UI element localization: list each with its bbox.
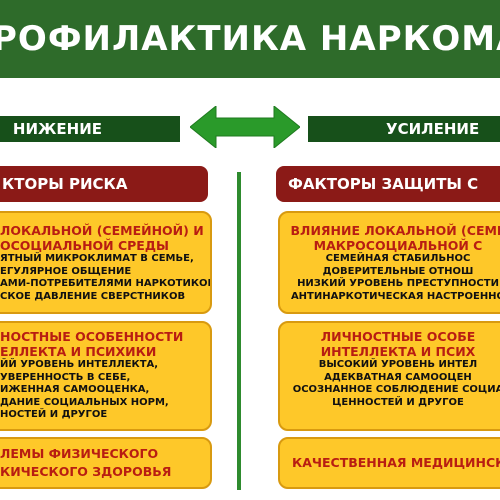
card-line: СЕМЕЙНАЯ СТАБИЛЬНОС — [325, 253, 471, 264]
card-heading: НОСТНЫЕ ОСОБЕННОСТИ — [0, 329, 184, 344]
protect-card-personality: ЛИЧНОСТНЫЕ ОСОБЕ ИНТЕЛЛЕКТА И ПСИХ ВЫСОК… — [278, 321, 500, 431]
card-line: ЙЙ УРОВЕНЬ ИНТЕЛЛЕКТА, — [0, 359, 159, 370]
double-arrow-icon — [190, 106, 300, 148]
card-line: ЕГУЛЯРНОЕ ОБЩЕНИЕ — [0, 265, 132, 277]
reduce-label: НИЖЕНИЕ — [12, 120, 102, 138]
protect-card-environment: ВЛИЯНИЕ ЛОКАЛЬНОЙ (СЕМЕ МАКРОСОЦИАЛЬНОЙ … — [278, 211, 500, 314]
card-heading: ИНТЕЛЛЕКТА И ПСИХ — [320, 344, 476, 359]
risk-card-personality: НОСТНЫЕ ОСОБЕННОСТИ ЕЛЛЕКТА И ПСИХИКИ ЙЙ… — [0, 321, 212, 431]
risk-card-health: ЛЕМЫ ФИЗИЧЕСКОГО КИЧЕСКОГО ЗДОРОВЬЯ — [0, 437, 212, 489]
protective-factors-title: ФАКТОРЫ ЗАЩИТЫ С — [288, 175, 479, 193]
card-line: ЦЕННОСТЕЙ И ДРУГОЕ — [332, 396, 464, 408]
card-heading: КАЧЕСТВЕННАЯ МЕДИЦИНСК — [292, 455, 500, 470]
card-line: ОСОЗНАННОЕ СОБЛЮДЕНИЕ СОЦИА — [292, 384, 500, 395]
card-line: НОСТЕЙ И ДРУГОЕ — [0, 409, 108, 420]
card-line: ВЫСОКИЙ УРОВЕНЬ ИНТЕЛ — [318, 359, 478, 370]
center-divider — [237, 172, 241, 490]
banner-title: РОФИЛАКТИКА НАРКОМАНИ — [0, 19, 500, 59]
card-line: ЯТНЫЙ МИКРОКЛИМАТ В СЕМЬЕ, — [0, 253, 194, 264]
card-heading: ЛОКАЛЬНОЙ (СЕМЕЙНОЙ) И — [0, 223, 204, 238]
card-heading: ЛИЧНОСТНЫЕ ОСОБЕ — [320, 329, 476, 344]
card-line: АМИ-ПОТРЕБИТЕЛЯМИ НАРКОТИКОВ, — [0, 278, 212, 289]
card-line: НИЗКИЙ УРОВЕНЬ ПРЕСТУПНОСТИ — [297, 278, 499, 289]
card-line: ДАНИЕ СОЦИАЛЬНЫХ НОРМ, — [0, 396, 169, 408]
risk-factors-title: КТОРЫ РИСКА — [2, 175, 128, 193]
strengthen-label: УСИЛЕНИЕ — [386, 120, 480, 138]
card-line: СКОЕ ДАВЛЕНИЕ СВЕРСТНИКОВ — [0, 290, 186, 302]
protect-card-medical: КАЧЕСТВЕННАЯ МЕДИЦИНСК — [278, 437, 500, 489]
protective-factors-header: ФАКТОРЫ ЗАЩИТЫ С — [276, 166, 500, 202]
card-heading: ОСОЦИАЛЬНОЙ СРЕДЫ — [0, 238, 169, 253]
reduce-pill: НИЖЕНИЕ — [0, 116, 180, 142]
title-banner: РОФИЛАКТИКА НАРКОМАНИ — [0, 0, 500, 78]
card-line: ДОВЕРИТЕЛЬНЫЕ ОТНОШ — [322, 265, 474, 277]
risk-factors-header: КТОРЫ РИСКА — [0, 166, 208, 202]
card-heading: КИЧЕСКОГО ЗДОРОВЬЯ — [0, 464, 172, 479]
card-line: АНТИНАРКОТИЧЕСКАЯ НАСТРОЕННО — [290, 290, 500, 302]
card-heading: ЛЕМЫ ФИЗИЧЕСКОГО — [0, 446, 159, 461]
card-line: УВЕРЕННОСТЬ В СЕБЕ, — [0, 371, 131, 383]
card-heading: МАКРОСОЦИАЛЬНОЙ С — [313, 238, 483, 253]
strengthen-pill: УСИЛЕНИЕ — [308, 116, 500, 142]
card-heading: ЕЛЛЕКТА И ПСИХИКИ — [0, 344, 157, 359]
risk-card-environment: ЛОКАЛЬНОЙ (СЕМЕЙНОЙ) И ОСОЦИАЛЬНОЙ СРЕДЫ… — [0, 211, 212, 314]
card-heading: ВЛИЯНИЕ ЛОКАЛЬНОЙ (СЕМЕ — [290, 223, 500, 238]
card-line: АДЕКВАТНАЯ САМООЦЕН — [324, 371, 472, 383]
card-line: ИЖЕННАЯ САМООЦЕНКА, — [0, 384, 150, 395]
